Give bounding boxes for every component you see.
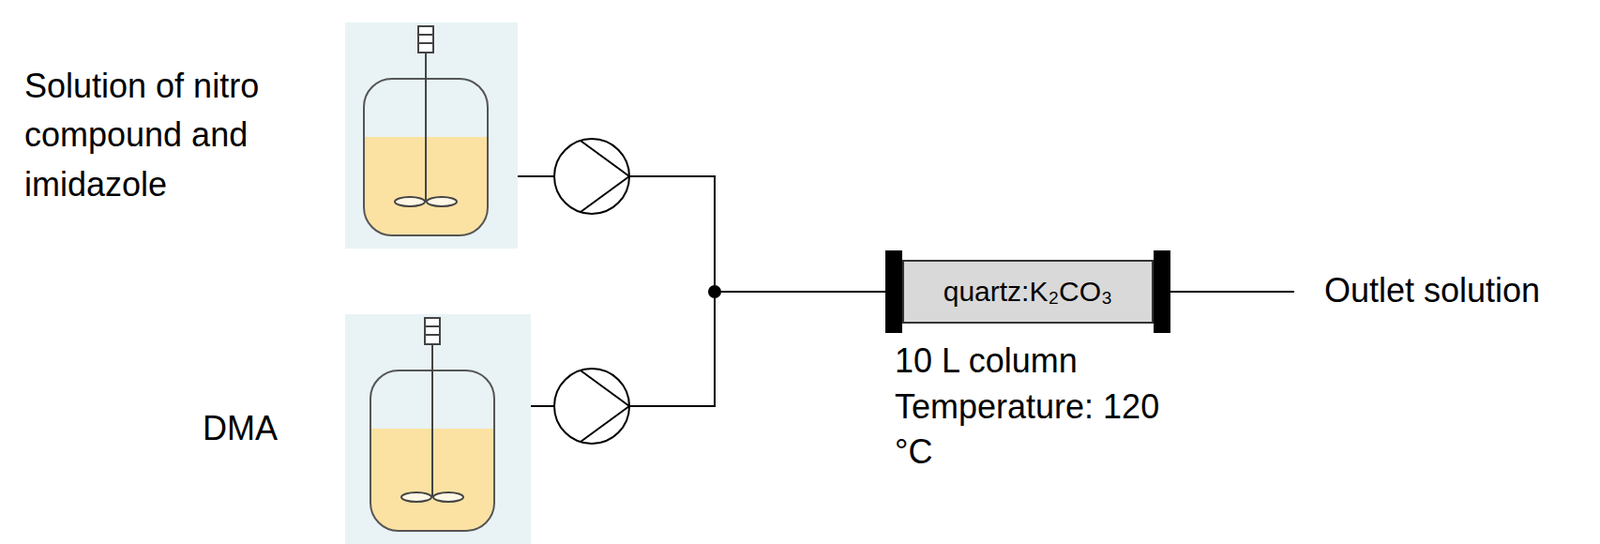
impeller-blade (401, 492, 432, 502)
outlet-line (1170, 290, 1295, 293)
column-end-cap (1153, 250, 1171, 333)
column-spec: 10 L column (894, 338, 1171, 385)
feed-vessel: DMA (18, 314, 531, 544)
column-packing: quartz:K₂CO₃ (902, 259, 1154, 324)
column-spec: Temperature: 120 °C (894, 384, 1171, 476)
stirrer-motor (424, 317, 440, 345)
vessel-label: DMA (24, 404, 334, 453)
impeller-blade (433, 492, 464, 502)
stirrer-motor (418, 26, 434, 53)
vessel-illustration (345, 314, 531, 544)
stirrer-shaft (431, 344, 434, 498)
vessel-label: Solution of nitro compound and imidazole (24, 61, 334, 210)
junction-dot (708, 285, 722, 299)
vessel-label-holder: DMA (18, 314, 334, 544)
impeller-blade (426, 196, 457, 207)
vessel-illustration (345, 22, 518, 249)
outlet-label: Outlet solution (1324, 271, 1540, 311)
vessel-label-holder: Solution of nitro compound and imidazole (18, 22, 334, 249)
pump-symbol (554, 138, 630, 214)
column-caption: 10 L columnTemperature: 120 °C (894, 338, 1171, 476)
column-end-cap (885, 250, 903, 333)
impeller-blade (394, 196, 425, 207)
stirrer-shaft (424, 52, 427, 202)
feed-vessel: Solution of nitro compound and imidazole (18, 22, 518, 249)
pump-symbol (554, 368, 630, 444)
packed-column: quartz:K₂CO₃10 L columnTemperature: 120 … (885, 250, 1171, 333)
packing-label: quartz:K₂CO₃ (943, 275, 1114, 308)
